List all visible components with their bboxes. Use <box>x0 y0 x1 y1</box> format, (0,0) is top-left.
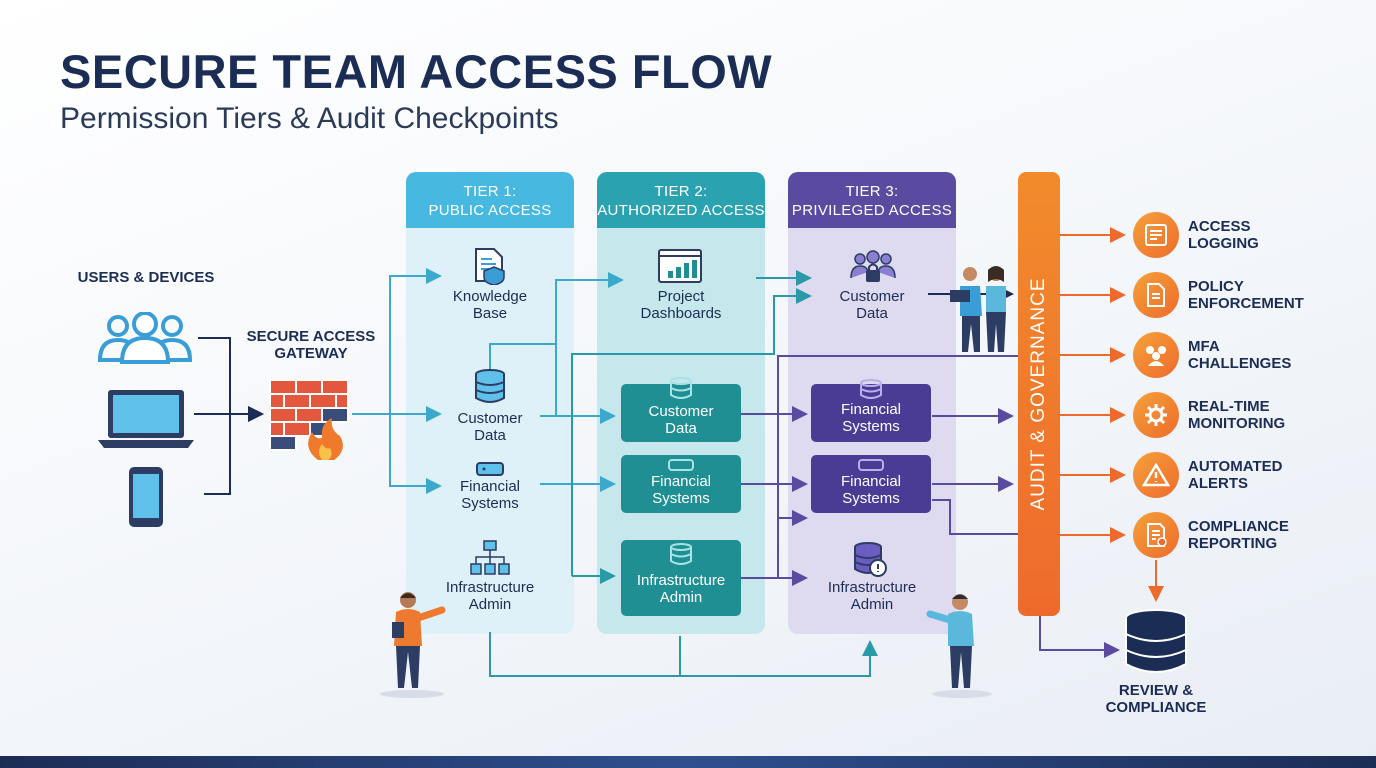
tier-2-item-infrastructure-admin: Infrastructure Admin <box>621 540 741 616</box>
dashboard-icon <box>658 249 702 283</box>
laptop-icon <box>98 390 194 448</box>
secure-database-icon <box>854 542 887 577</box>
users-group-icon <box>1133 332 1179 378</box>
users-group-icon <box>97 312 193 364</box>
tier-3-financial-systems-label-2: Financial Systems <box>840 473 902 507</box>
tier-3-item-customer-data: Customer Data <box>839 288 905 322</box>
phone-icon <box>129 467 163 527</box>
tier-2-financial-systems-label: Financial Systems <box>650 473 712 507</box>
hierarchy-icon <box>470 540 510 575</box>
tier-2-item-project-dashboards: Project Dashboards <box>640 288 722 322</box>
review-database-icon <box>1125 609 1187 673</box>
bottom-accent-bar <box>0 756 1376 768</box>
locked-group-icon <box>850 250 896 282</box>
tier-1-item-knowledge-base: Knowledge Base <box>452 288 528 322</box>
warning-triangle-icon <box>1133 452 1179 498</box>
governance-label-real-time-monitoring: REAL-TIME MONITORING <box>1188 398 1286 432</box>
server-icon <box>668 459 694 471</box>
users-devices-label: USERS & DEVICES <box>77 269 215 286</box>
page-title: SECURE TEAM ACCESS FLOW <box>60 45 773 98</box>
tier-3-item-financial-systems-1: Financial Systems <box>811 384 931 442</box>
governance-label-policy-enforcement: POLICY ENFORCEMENT <box>1188 278 1304 312</box>
audit-governance-bar: AUDIT & GOVERNANCE <box>1018 172 1060 616</box>
database-icon <box>670 377 692 399</box>
tier-1-heading: TIER 1: PUBLIC ACCESS <box>406 172 574 228</box>
database-icon <box>860 379 882 399</box>
tier-1-item-customer-data: Customer Data <box>457 410 523 444</box>
tier-1-item-financial-systems: Financial Systems <box>459 478 521 512</box>
admin-person-illustration <box>380 592 446 698</box>
access-logging-icon <box>1133 212 1179 258</box>
governance-label-automated-alerts: AUTOMATED ALERTS <box>1188 458 1283 492</box>
tier-3-item-financial-systems-2: Financial Systems <box>811 455 931 513</box>
tier-3-financial-systems-label-1: Financial Systems <box>840 401 902 435</box>
tier-1-item-infrastructure-admin: Infrastructure Admin <box>445 579 535 613</box>
firewall-icon <box>269 379 349 460</box>
governance-label-mfa-challenges: MFA CHALLENGES <box>1188 338 1292 372</box>
governance-label-compliance-reporting: COMPLIANCE REPORTING <box>1188 518 1289 552</box>
database-icon <box>670 543 692 565</box>
tier-3-heading: TIER 3: PRIVILEGED ACCESS <box>788 172 956 228</box>
server-icon <box>858 459 884 471</box>
tier-2-infrastructure-admin-label: Infrastructure Admin <box>636 572 726 606</box>
policy-document-icon <box>1133 272 1179 318</box>
server-icon <box>476 462 504 476</box>
gear-monitor-icon <box>1133 392 1179 438</box>
governance-label-access-logging: ACCESS LOGGING <box>1188 218 1259 252</box>
gateway-label: SECURE ACCESS GATEWAY <box>246 328 376 362</box>
knowledge-base-icon <box>475 248 505 285</box>
tier-2-customer-data-label: Customer Data <box>648 403 714 437</box>
tier-2-heading: TIER 2: AUTHORIZED ACCESS <box>597 172 765 228</box>
tier-3-item-infrastructure-admin: Infrastructure Admin <box>827 579 917 613</box>
team-pair-illustration <box>950 266 1006 352</box>
tier-2-item-customer-data: Customer Data <box>621 384 741 442</box>
report-document-icon <box>1133 512 1179 558</box>
review-compliance-label: REVIEW & COMPLIANCE <box>1105 682 1207 716</box>
page-subtitle: Permission Tiers & Audit Checkpoints <box>60 102 559 135</box>
audit-governance-label: AUDIT & GOVERNANCE <box>1028 277 1049 511</box>
presenter-person-illustration <box>926 594 992 698</box>
database-icon <box>475 369 505 403</box>
tier-2-item-financial-systems: Financial Systems <box>621 455 741 513</box>
